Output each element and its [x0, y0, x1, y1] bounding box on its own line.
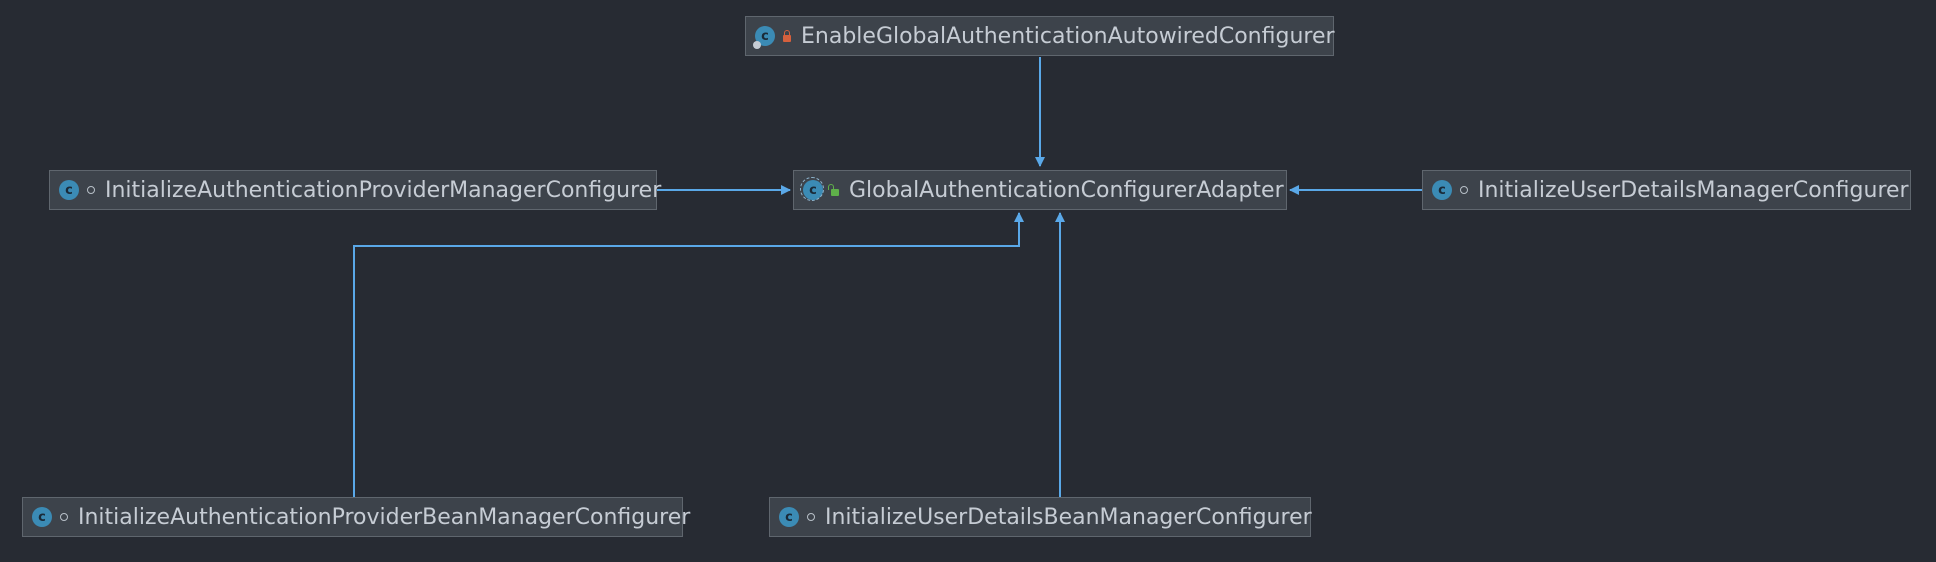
node-enable-global-authentication-autowired-configurer[interactable]: c EnableGlobalAuthenticationAutowiredCon… — [745, 16, 1335, 56]
private-lock-icon — [783, 29, 791, 42]
node-label: InitializeUserDetailsBeanManagerConfigur… — [825, 504, 1312, 530]
node-label: InitializeAuthenticationProviderBeanMana… — [78, 504, 691, 530]
public-unlock-icon — [828, 183, 839, 196]
package-private-icon — [60, 513, 68, 521]
node-label: InitializeUserDetailsManagerConfigurer — [1478, 177, 1909, 203]
class-icon: c — [779, 507, 799, 527]
abstract-class-icon: c — [800, 177, 824, 201]
edge-init-auth-provider-bean-manager-to-adapter — [353, 212, 1024, 497]
node-initialize-user-details-manager-configurer[interactable]: c InitializeUserDetailsManagerConfigurer — [1422, 170, 1911, 210]
node-initialize-authentication-provider-manager-configurer[interactable]: c InitializeAuthenticationProviderManage… — [49, 170, 661, 210]
node-label: EnableGlobalAuthenticationAutowiredConfi… — [801, 23, 1335, 49]
node-initialize-authentication-provider-bean-manager-configurer[interactable]: c InitializeAuthenticationProviderBeanMa… — [22, 497, 690, 537]
node-label: InitializeAuthenticationProviderManagerC… — [105, 177, 662, 203]
annotated-class-icon: c — [753, 26, 775, 49]
node-initialize-user-details-bean-manager-configurer[interactable]: c InitializeUserDetailsBeanManagerConfig… — [769, 497, 1312, 537]
node-global-authentication-configurer-adapter[interactable]: c GlobalAuthenticationConfigurerAdapter — [793, 170, 1287, 210]
package-private-icon — [807, 513, 815, 521]
class-icon: c — [32, 507, 52, 527]
class-icon: c — [1432, 180, 1452, 200]
package-private-icon — [1460, 186, 1468, 194]
node-label: GlobalAuthenticationConfigurerAdapter — [849, 177, 1284, 203]
class-icon: c — [59, 180, 79, 200]
package-private-icon — [87, 186, 95, 194]
